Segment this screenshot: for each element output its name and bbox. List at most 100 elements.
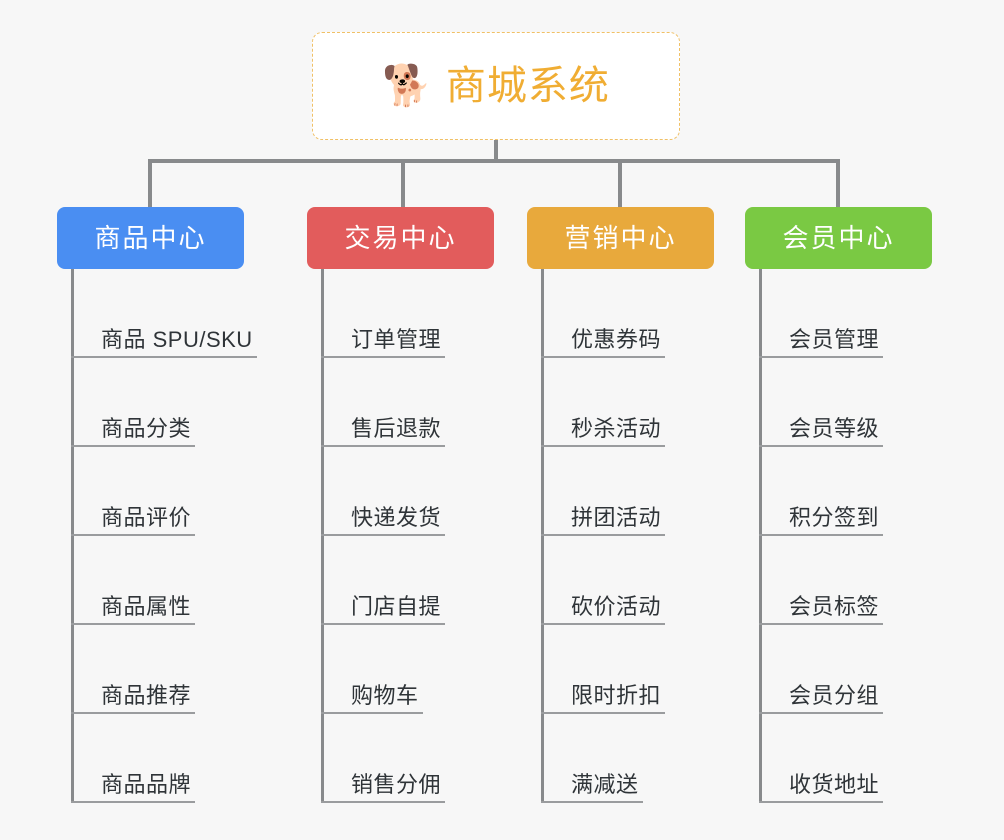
list-item[interactable]: 秒杀活动 xyxy=(541,358,714,447)
leaf-underline xyxy=(541,801,643,803)
connector-drop-4 xyxy=(836,159,840,208)
branch-spine-1 xyxy=(71,269,74,803)
list-item[interactable]: 商品品牌 xyxy=(71,714,253,803)
list-item[interactable]: 商品属性 xyxy=(71,536,253,625)
branch-header-4[interactable]: 会员中心 xyxy=(745,207,932,269)
leaf-label: 商品 SPU/SKU xyxy=(101,326,253,352)
branch-header-3[interactable]: 营销中心 xyxy=(527,207,714,269)
leaf-underline xyxy=(759,712,883,714)
leaf-label: 商品推荐 xyxy=(101,682,192,708)
leaf-label: 订单管理 xyxy=(351,326,442,352)
leaf-underline xyxy=(759,445,883,447)
list-item[interactable]: 商品分类 xyxy=(71,358,253,447)
branch-header-label-4: 会员中心 xyxy=(782,223,895,253)
list-item[interactable]: 收货地址 xyxy=(759,714,932,803)
list-item[interactable]: 会员标签 xyxy=(759,536,932,625)
leaf-label: 砍价活动 xyxy=(571,593,662,619)
branch-body-3: 优惠券码 秒杀活动 拼团活动 砍价活动 限时折扣 满减送 xyxy=(541,269,714,803)
leaf-underline xyxy=(759,356,883,358)
leaf-label: 秒杀活动 xyxy=(571,415,662,441)
leaf-underline xyxy=(71,712,195,714)
leaf-label: 满减送 xyxy=(571,771,639,797)
branch-body-4: 会员管理 会员等级 积分签到 会员标签 会员分组 收货地址 xyxy=(759,269,932,803)
leaf-underline xyxy=(71,534,195,536)
connector-drop-3 xyxy=(618,159,622,208)
leaf-underline xyxy=(541,356,665,358)
leaf-label: 商品属性 xyxy=(101,593,192,619)
branch-member-center: 会员中心 会员管理 会员等级 积分签到 会员标签 会员分组 xyxy=(745,207,932,803)
leaf-underline xyxy=(321,712,423,714)
branch-spine-4 xyxy=(759,269,762,803)
leaf-underline xyxy=(541,445,665,447)
leaf-label: 售后退款 xyxy=(351,415,442,441)
root-node-label: 商城系统 xyxy=(445,64,610,108)
branch-trade-center: 交易中心 订单管理 售后退款 快递发货 门店自提 购物车 xyxy=(307,207,494,803)
leaf-label: 门店自提 xyxy=(351,593,442,619)
list-item[interactable]: 门店自提 xyxy=(321,536,494,625)
leaf-label: 拼团活动 xyxy=(571,504,662,530)
leaf-label: 优惠券码 xyxy=(571,326,662,352)
leaf-underline xyxy=(759,801,883,803)
list-item[interactable]: 限时折扣 xyxy=(541,625,714,714)
leaf-underline xyxy=(759,534,883,536)
list-item[interactable]: 满减送 xyxy=(541,714,714,803)
leaf-underline xyxy=(321,801,445,803)
connector-drop-1 xyxy=(148,159,152,208)
leaf-underline xyxy=(759,623,883,625)
branch-header-label-3: 营销中心 xyxy=(564,223,677,253)
branch-header-2[interactable]: 交易中心 xyxy=(307,207,494,269)
connector-drop-2 xyxy=(401,159,405,208)
branch-body-2: 订单管理 售后退款 快递发货 门店自提 购物车 销售分佣 xyxy=(321,269,494,803)
leaf-label: 购物车 xyxy=(351,682,419,708)
leaf-label: 会员管理 xyxy=(789,326,880,352)
leaf-label: 会员等级 xyxy=(789,415,880,441)
branch-header-label-1: 商品中心 xyxy=(94,223,207,253)
leaf-label: 商品分类 xyxy=(101,415,192,441)
connector-horizontal-bus xyxy=(148,159,840,163)
list-item[interactable]: 商品推荐 xyxy=(71,625,253,714)
branch-body-1: 商品 SPU/SKU 商品分类 商品评价 商品属性 商品推荐 商品品牌 xyxy=(71,269,257,803)
list-item[interactable]: 销售分佣 xyxy=(321,714,494,803)
shiba-dog-face-icon: 🐕 xyxy=(382,64,432,108)
connector-root-stem xyxy=(494,140,498,163)
list-item[interactable]: 优惠券码 xyxy=(541,269,714,358)
branch-spine-3 xyxy=(541,269,544,803)
leaf-label: 积分签到 xyxy=(789,504,880,530)
leaf-label: 会员分组 xyxy=(789,682,880,708)
leaf-underline xyxy=(321,445,445,447)
list-item[interactable]: 会员等级 xyxy=(759,358,932,447)
leaf-label: 收货地址 xyxy=(789,771,880,797)
leaf-label: 商品评价 xyxy=(101,504,192,530)
list-item[interactable]: 砍价活动 xyxy=(541,536,714,625)
list-item[interactable]: 商品评价 xyxy=(71,447,253,536)
leaf-underline xyxy=(541,534,665,536)
branch-spine-2 xyxy=(321,269,324,803)
leaf-label: 销售分佣 xyxy=(351,771,442,797)
leaf-underline xyxy=(71,801,195,803)
list-item[interactable]: 商品 SPU/SKU xyxy=(71,269,257,358)
list-item[interactable]: 订单管理 xyxy=(321,269,494,358)
leaf-underline xyxy=(321,356,445,358)
leaf-label: 会员标签 xyxy=(789,593,880,619)
leaf-label: 商品品牌 xyxy=(101,771,192,797)
leaf-label: 快递发货 xyxy=(351,504,442,530)
leaf-underline xyxy=(71,356,257,358)
list-item[interactable]: 拼团活动 xyxy=(541,447,714,536)
list-item[interactable]: 会员管理 xyxy=(759,269,932,358)
branch-marketing-center: 营销中心 优惠券码 秒杀活动 拼团活动 砍价活动 限时折扣 xyxy=(527,207,714,803)
list-item[interactable]: 购物车 xyxy=(321,625,494,714)
leaf-underline xyxy=(71,623,195,625)
leaf-underline xyxy=(321,534,445,536)
leaf-underline xyxy=(541,712,665,714)
branch-header-1[interactable]: 商品中心 xyxy=(57,207,244,269)
branch-product-center: 商品中心 商品 SPU/SKU 商品分类 商品评价 商品属性 商品推荐 xyxy=(57,207,257,803)
list-item[interactable]: 售后退款 xyxy=(321,358,494,447)
leaf-underline xyxy=(541,623,665,625)
list-item[interactable]: 积分签到 xyxy=(759,447,932,536)
list-item[interactable]: 会员分组 xyxy=(759,625,932,714)
list-item[interactable]: 快递发货 xyxy=(321,447,494,536)
leaf-label: 限时折扣 xyxy=(571,682,662,708)
root-node[interactable]: 🐕 商城系统 xyxy=(312,32,680,140)
branch-header-label-2: 交易中心 xyxy=(344,223,457,253)
